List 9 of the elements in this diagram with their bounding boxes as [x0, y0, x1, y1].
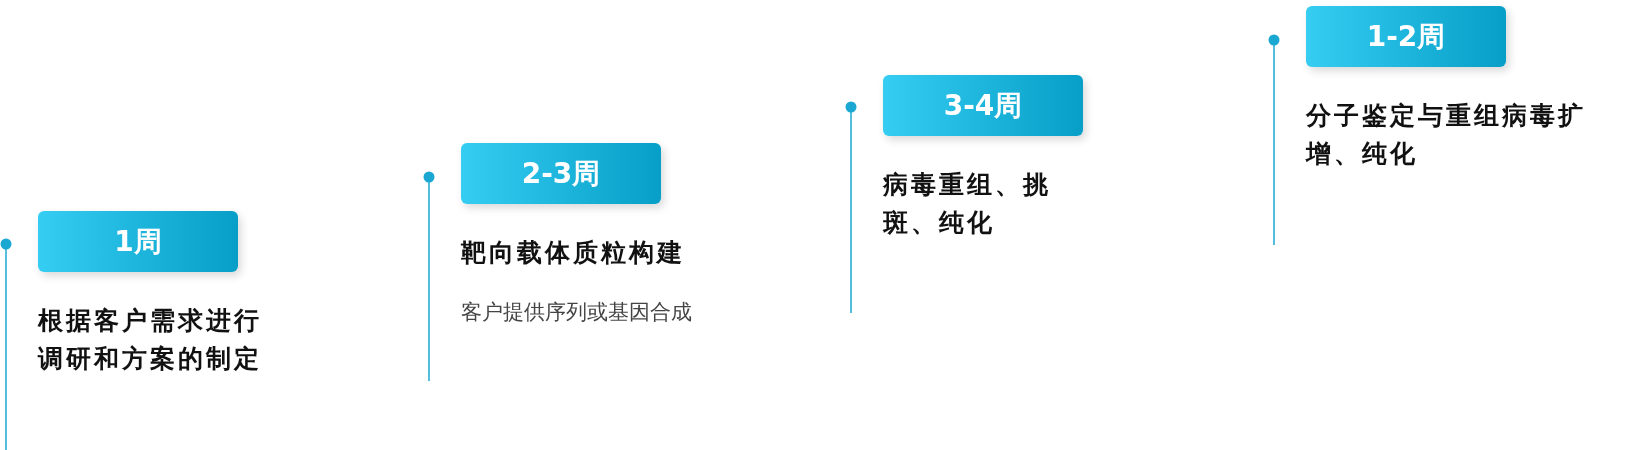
- duration-badge: 1-2周: [1306, 6, 1506, 67]
- step-note: 客户提供序列或基因合成: [461, 299, 693, 326]
- step-title: 病毒重组、挑斑、纯化: [883, 169, 1052, 239]
- duration-badge: 3-4周: [883, 75, 1083, 136]
- step-title: 靶向载体质粒构建: [461, 237, 686, 269]
- step-title: 分子鉴定与重组病毒扩增、纯化: [1306, 100, 1587, 170]
- duration-badge: 2-3周: [461, 143, 661, 204]
- step-title: 根据客户需求进行调研和方案的制定: [38, 305, 263, 375]
- duration-badge: 1周: [38, 211, 238, 272]
